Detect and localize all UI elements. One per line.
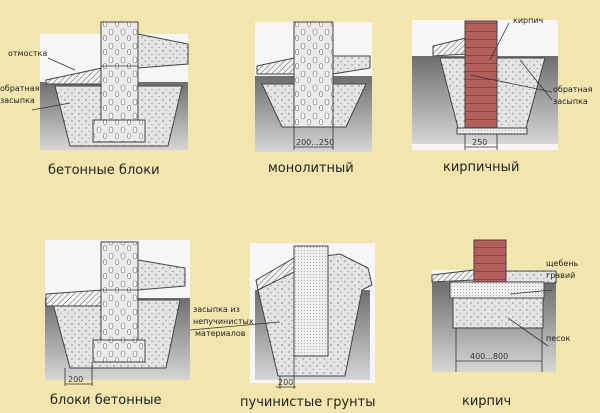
label-fill-3: материалов — [195, 329, 246, 338]
label-fill-2: непучинистых — [193, 317, 254, 326]
footing-block — [92, 119, 146, 143]
dimension: 200 — [68, 375, 83, 384]
diagram-brick-2: 400...800 щебень гравий песок кирпич — [431, 239, 579, 409]
caption: кирпич — [462, 394, 511, 409]
label-sand: песок — [546, 334, 570, 343]
label-fill-1: засыпка из — [193, 305, 240, 314]
diagram-monolithic: 200...250 монолитный — [255, 21, 372, 176]
monolithic-wall — [293, 21, 334, 128]
caption: монолитный — [268, 161, 354, 176]
caption: блоки бетонные — [50, 393, 162, 408]
label-brick: кирпич — [513, 16, 543, 25]
label-backfill-2: засыпка — [553, 97, 588, 106]
caption: пучинистые грунты — [240, 395, 376, 410]
dimension: 250 — [472, 138, 487, 147]
label-crushed-stone: щебень — [546, 259, 579, 268]
brick-wall — [473, 239, 507, 283]
diagram-concrete-blocks: отмостка обратная засыпка бетонные блоки — [0, 21, 189, 178]
label-gravel: гравий — [546, 271, 575, 280]
label-backfill-2: засыпка — [0, 96, 35, 105]
label-blind-area: отмостка — [8, 49, 47, 58]
caption: кирпичный — [443, 160, 519, 175]
brick-wall — [464, 20, 498, 129]
pile-wall — [293, 245, 329, 357]
label-backfill-1: обратная — [553, 85, 593, 94]
block-column — [100, 21, 139, 121]
sand-layer — [452, 297, 544, 329]
dimension: 400...800 — [470, 352, 508, 361]
diagram-concrete-blocks-2: 200 блоки бетонные — [45, 240, 190, 408]
dimension: 200 — [278, 378, 293, 387]
label-backfill-1: обратная — [0, 84, 40, 93]
gravel-layer — [449, 281, 545, 299]
diagram-brick: 250 кирпич обратная засыпка кирпичный — [412, 16, 593, 175]
dimension: 200...250 — [296, 138, 334, 147]
caption: бетонные блоки — [48, 163, 160, 178]
diagram-heaving-soils: 200 засыпка из непучинистых материалов п… — [189, 243, 376, 410]
